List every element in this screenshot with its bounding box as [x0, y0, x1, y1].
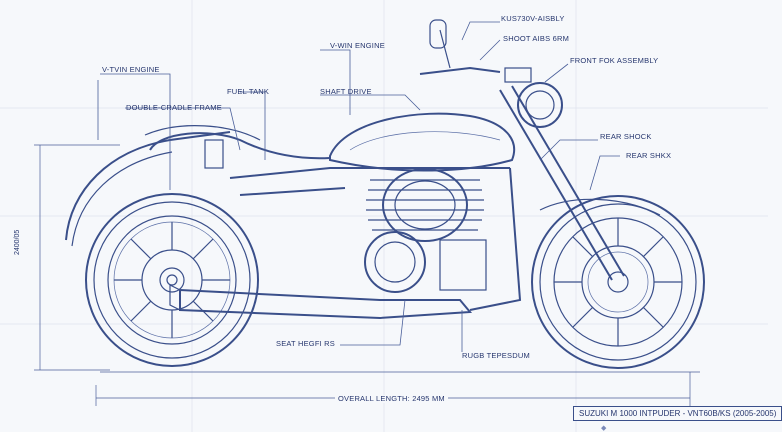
double-cradle-frame: [229, 167, 522, 311]
label-overall-length: OVERALL LENGTH: 2495 MM: [335, 395, 448, 403]
fuel-tank: [329, 112, 515, 172]
label-rugb: RUGB TEPESDUM: [462, 351, 530, 360]
label-double-cradle-frame: DOUBLE-CRADLE FRAME: [126, 103, 222, 112]
rear-wheel: [85, 193, 259, 367]
label-rear-shock-2: REAR SHKX: [626, 151, 672, 160]
front-fork: [419, 19, 661, 281]
label-top-right: KUS730V-AISBLY: [501, 14, 565, 23]
label-fuel-tank: FUEL TANK: [227, 87, 270, 96]
label-v-twin-engine-mid: V-WIN ENGINE: [330, 41, 385, 50]
title-block: SUZUKI M 1000 INTPUDER - VNT60B/KS (2005…: [573, 406, 782, 421]
label-rear-shock-1: REAR SHOCK: [600, 132, 652, 141]
leader-lines: [97, 21, 620, 352]
label-seat-height: SEAT HEGFI RS: [276, 339, 336, 348]
label-vertical-dimension: 2400/05: [14, 229, 21, 255]
v-twin-engine: [364, 168, 487, 293]
label-shaft-drive: SHAFT DRIVE: [320, 87, 372, 96]
exhaust: [169, 284, 473, 320]
rear-fender-seat: [65, 125, 331, 247]
front-wheel: [531, 195, 705, 369]
label-shoot-abs: SHOOT AIBS 6RM: [503, 34, 570, 43]
label-v-twin-engine-left: V-TVIN ENGINE: [102, 65, 160, 74]
watermark-icon: ◆: [601, 425, 607, 432]
label-front-fork: FRONT FOK ASSEMBLY: [570, 56, 659, 65]
